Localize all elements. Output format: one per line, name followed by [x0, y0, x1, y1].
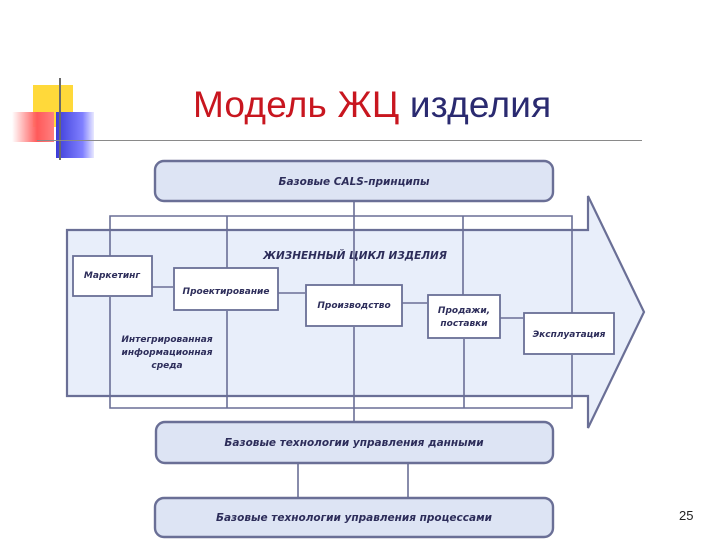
page-number: 25: [679, 508, 694, 523]
decor-blue-square: [56, 112, 94, 158]
distribution-line: [109, 215, 573, 313]
stage-label-line2: поставки: [440, 319, 488, 329]
feedback-line: [109, 297, 573, 409]
slide-title-part2: изделия: [409, 84, 552, 125]
stage-box-design: Проектирование: [173, 267, 279, 311]
environment-label-line2: информационная: [122, 348, 213, 358]
stage-box-sales: Продажи, поставки: [427, 294, 501, 339]
title-underline: [37, 140, 642, 141]
stage-label-line1: Продажи,: [438, 306, 490, 316]
data-management-bar: [154, 420, 555, 465]
stage-label: Производство: [317, 301, 390, 311]
environment-label-line3: среда: [151, 361, 182, 371]
stage-box-production: Производство: [305, 284, 403, 327]
stage-box-operation: Эксплуатация: [523, 312, 615, 355]
process-management-label: Базовые технологии управления процессами: [216, 512, 493, 524]
data-management-label: Базовые технологии управления данными: [224, 437, 484, 449]
stage-label: Маркетинг: [84, 271, 140, 281]
stage-box-marketing: Маркетинг: [72, 255, 153, 297]
decor-red-square: [12, 112, 54, 142]
decor-vertical-line: [59, 78, 61, 160]
environment-label-line1: Интегрированная: [121, 335, 212, 345]
slide-title: Модель ЖЦ изделия: [193, 84, 551, 126]
cals-principles-label: Базовые CALS-принципы: [278, 176, 430, 188]
slide-title-part1: Модель ЖЦ: [193, 84, 400, 125]
process-management-bar: [153, 496, 555, 539]
stage-label: Эксплуатация: [533, 330, 606, 340]
stage-label: Проектирование: [183, 287, 270, 297]
